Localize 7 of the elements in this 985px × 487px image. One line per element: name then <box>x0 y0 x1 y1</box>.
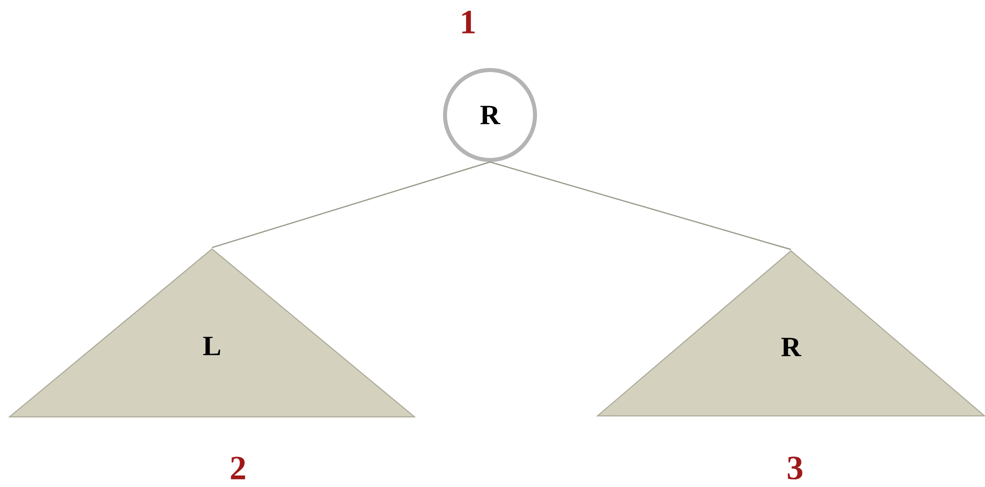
connector-line <box>212 161 490 248</box>
triangle-node: R <box>596 250 985 416</box>
node-number: 3 <box>788 456 802 480</box>
node-number: 1 <box>462 10 475 34</box>
circle-node: R <box>443 68 537 162</box>
connector-line <box>490 161 792 250</box>
node-number: 2 <box>230 456 246 480</box>
